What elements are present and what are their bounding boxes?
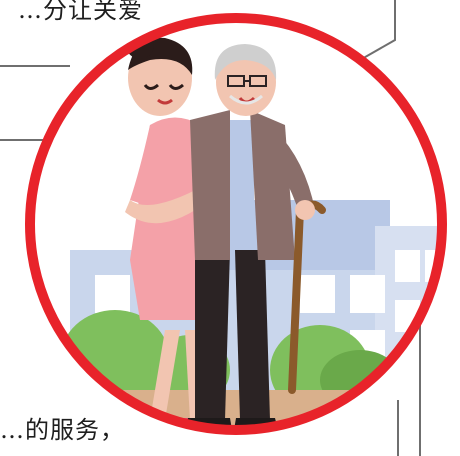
bottom-text-fragment: …的服务， [0,416,125,444]
top-text-fragment: …分让关爱 [18,0,143,24]
elder-figure [186,44,326,430]
red-ring [25,13,447,435]
